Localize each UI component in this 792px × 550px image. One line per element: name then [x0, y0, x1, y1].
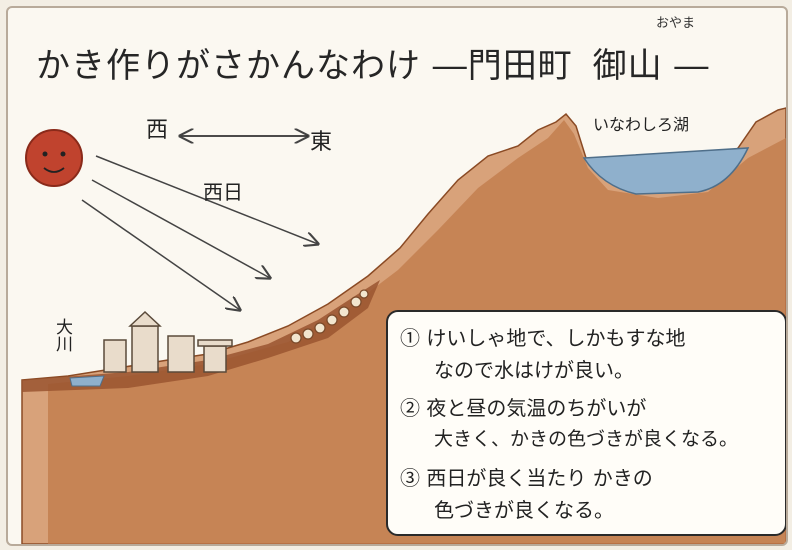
- illustration-frame: かき作りがさかんなわけ ―門田町 御山 ― おやま 西 東 西日 いなわしろ湖 …: [6, 6, 788, 546]
- sun-label: 西日: [203, 180, 243, 204]
- lake-water: [582, 147, 750, 195]
- note-3-marker: ③: [400, 466, 420, 490]
- note-1-marker: ①: [400, 326, 420, 350]
- note-1-line1: けいしゃ地で、しかもすな地: [426, 326, 686, 350]
- lake-label: いなわしろ湖: [593, 115, 690, 134]
- note-3: ③ 西日が良く当たり かきの: [400, 462, 653, 491]
- note-3-line2: 色づきが良くなる。: [434, 498, 614, 522]
- river-water: [69, 375, 105, 387]
- river-label: 大川: [56, 318, 73, 355]
- note-1: ① けいしゃ地で、しかもすな地: [400, 322, 686, 351]
- town-buildings: [103, 310, 233, 373]
- note-2: ② 夜と昼の気温のちがいが: [400, 392, 646, 421]
- persimmon-trees: [290, 289, 369, 344]
- east-label: 東: [310, 130, 333, 155]
- title-furigana: おやま: [656, 16, 696, 31]
- note-2-line2: 大きく、かきの色づきが良くなる。: [434, 428, 739, 450]
- note-1-line2: なので水はけが良い。: [434, 358, 634, 382]
- west-label: 西: [146, 118, 169, 143]
- note-2-line1: 夜と昼の気温のちがいが: [426, 396, 647, 420]
- reasons-box: ① けいしゃ地で、しかもすな地 なので水はけが良い。 ② 夜と昼の気温のちがいが…: [386, 310, 786, 536]
- title-main: かき作りがさかんなわけ ―門田町: [36, 46, 573, 86]
- page-title: かき作りがさかんなわけ ―門田町 御山 ―: [36, 38, 709, 87]
- note-3-line1: 西日が良く当たり かきの: [426, 466, 653, 490]
- sun-rays: [81, 155, 318, 310]
- sun-icon: [25, 129, 83, 187]
- note-2-marker: ②: [400, 396, 420, 420]
- title-place: 御山 ―: [592, 46, 710, 86]
